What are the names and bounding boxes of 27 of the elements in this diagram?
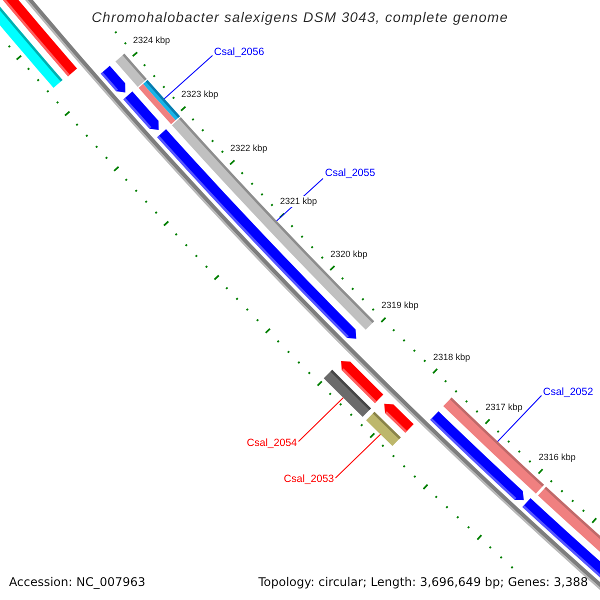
gene-bar bbox=[100, 66, 126, 92]
gene-label: Csal_2053 bbox=[284, 472, 334, 486]
leader-line bbox=[164, 55, 213, 100]
leader-line bbox=[497, 395, 542, 442]
scale-label: 2319 kbp bbox=[381, 300, 418, 312]
gene-bar bbox=[366, 412, 401, 446]
scale-label: 2317 kbp bbox=[486, 402, 523, 414]
genome-info-text: Topology: circular; Length: 3,696,649 bp; Genes: 3,388 bbox=[258, 575, 588, 589]
gene-bar bbox=[522, 498, 600, 578]
gene-bar bbox=[123, 91, 159, 130]
gene-label: Csal_2055 bbox=[325, 166, 376, 180]
gene-bar bbox=[324, 370, 372, 417]
accession-text: Accession: NC_007963 bbox=[9, 575, 146, 589]
gene-bar bbox=[430, 411, 524, 500]
scale-label: 2318 kbp bbox=[433, 352, 470, 363]
scale-label: 2321 kbp bbox=[280, 196, 318, 208]
scale-label: 2316 kbp bbox=[538, 452, 576, 463]
scale-label: 2320 kbp bbox=[330, 248, 368, 260]
leader-line bbox=[335, 434, 381, 478]
gene-label: Csal_2052 bbox=[543, 386, 594, 398]
scale-label: 2323 kbp bbox=[181, 89, 218, 100]
gene-bar bbox=[2, 0, 78, 76]
scale-label: 2324 kbp bbox=[132, 34, 170, 46]
map-title: Chromohalobacter salexigens DSM 3043, complete genome bbox=[92, 9, 508, 26]
gene-label: Csal_2056 bbox=[214, 46, 264, 58]
scale-label: 2322 kbp bbox=[230, 142, 268, 154]
gene-label: Csal_2054 bbox=[246, 436, 297, 450]
